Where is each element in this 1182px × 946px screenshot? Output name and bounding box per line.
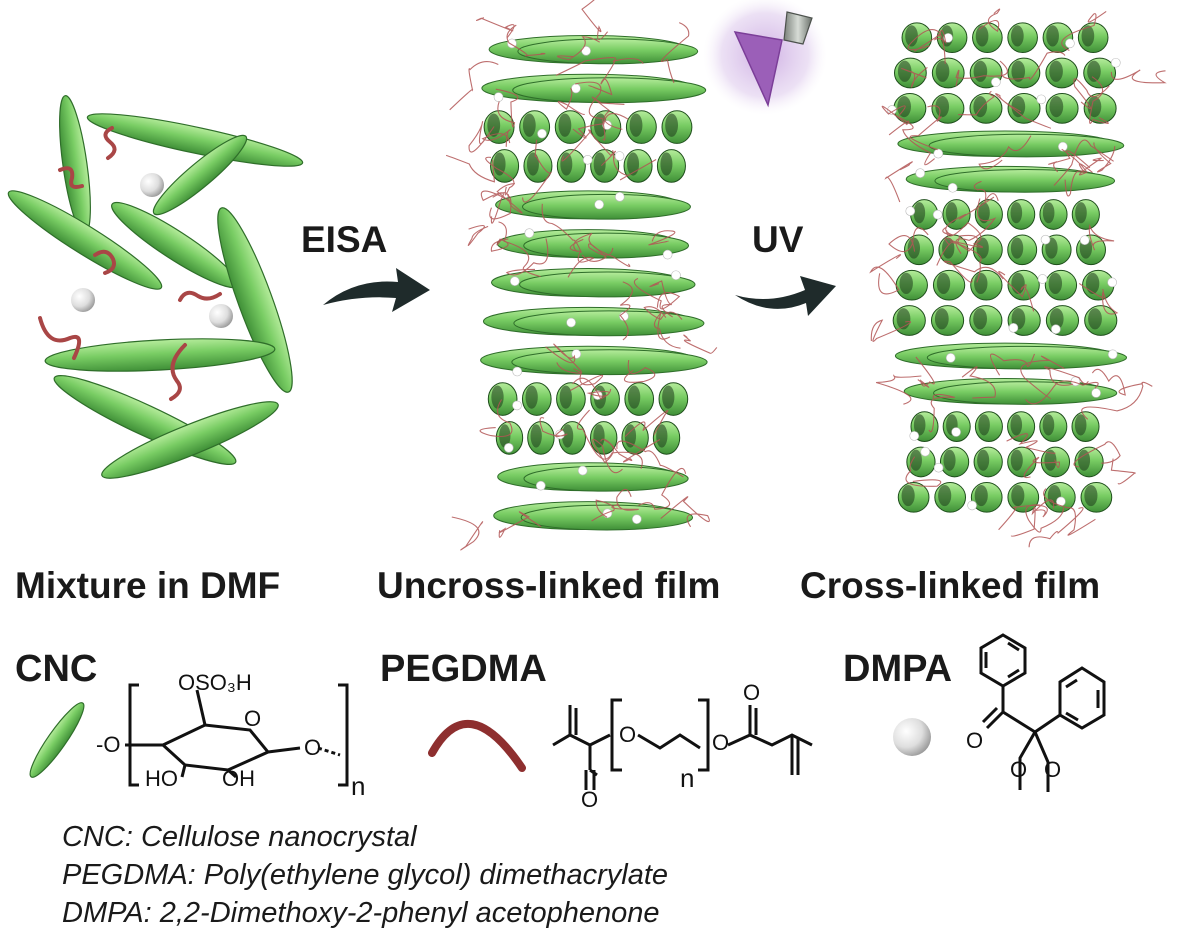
uv-beam — [733, 31, 783, 108]
uv-lamp — [703, 0, 827, 115]
cnc-layer — [487, 382, 689, 416]
lamp-icon — [783, 11, 813, 45]
uv-arrow: UV — [735, 219, 836, 316]
legend-line: DMPA: 2,2-Dimethoxy-2-phenyl acetophenon… — [62, 897, 660, 929]
svg-text:O: O — [244, 706, 261, 731]
cnc-rod — [152, 134, 248, 216]
svg-text:OSO₃H: OSO₃H — [178, 670, 252, 695]
mixture-illustration — [7, 95, 304, 479]
component-label-cnc: CNC — [15, 648, 97, 690]
eisa-label: EISA — [301, 219, 387, 260]
component-label-dmpa: DMPA — [843, 648, 952, 690]
cnc-layer — [909, 411, 1100, 442]
cnc-layer — [901, 22, 1109, 54]
svg-text:-O: -O — [96, 732, 120, 757]
svg-text:O: O — [966, 728, 983, 753]
curved-arrow-icon — [735, 276, 836, 316]
svg-text:O: O — [581, 787, 598, 812]
cnc-rod — [7, 190, 163, 290]
stage-label-mixture: Mixture in DMF — [15, 565, 280, 606]
svg-text:n: n — [680, 763, 694, 793]
abbreviation-legend: CNC: Cellulose nanocrystal PEGDMA: Poly(… — [62, 818, 668, 932]
crosslinked-film — [869, 8, 1167, 548]
legend-line: PEGDMA: Poly(ethylene glycol) dimethacry… — [62, 859, 669, 891]
cnc-layer — [887, 93, 1117, 124]
cnc-layer — [490, 149, 686, 183]
dmpa-spheres-mixture — [71, 173, 233, 328]
pegdma-chain-icon — [428, 719, 526, 772]
curved-arrow-icon — [323, 268, 430, 312]
dmpa-chemical-structure — [979, 633, 1106, 792]
pegdma-structure-labels: O O O O n — [581, 680, 760, 812]
svg-text:n: n — [351, 771, 365, 801]
pegdma-chains — [445, 0, 718, 551]
cnc-layer — [483, 110, 693, 144]
svg-text:HO: HO — [145, 766, 178, 791]
cnc-rod — [44, 338, 276, 372]
cnc-layer — [904, 234, 1106, 266]
cnc-layer — [493, 501, 694, 531]
svg-text:O: O — [1010, 757, 1027, 782]
cnc-rod — [101, 401, 279, 479]
eisa-arrow: EISA — [301, 219, 430, 312]
uncrosslinked-film — [445, 0, 718, 551]
cnc-layer — [903, 376, 1118, 405]
pegdma-chains — [869, 8, 1167, 548]
cnc-layer — [894, 342, 1128, 370]
cnc-layer — [495, 190, 691, 220]
cnc-layer — [897, 130, 1125, 159]
svg-text:O: O — [743, 680, 760, 705]
cnc-layer — [892, 305, 1118, 336]
cnc-layer — [480, 345, 708, 377]
pegdma-chains-mixture — [38, 126, 222, 401]
dmpa-structure-labels: O O O — [966, 728, 1061, 782]
cnc-rods-mixture — [7, 95, 304, 479]
cnc-layers-uncrosslinked — [445, 0, 718, 551]
component-label-pegdma: PEGDMA — [380, 648, 547, 690]
legend-line: CNC: Cellulose nanocrystal — [62, 821, 417, 853]
svg-text:O: O — [1044, 757, 1061, 782]
cnc-layer — [497, 462, 689, 492]
dmpa-sphere-icon — [893, 718, 931, 756]
cnc-layer — [893, 57, 1121, 89]
cnc-layer — [495, 421, 681, 455]
cnc-layer — [491, 268, 696, 298]
svg-text:O: O — [619, 722, 636, 747]
cnc-layer — [488, 34, 699, 65]
svg-text:O: O — [712, 730, 729, 755]
stage-label-uncrosslinked: Uncross-linked film — [377, 565, 720, 606]
uv-label: UV — [752, 219, 804, 260]
svg-text:OH: OH — [222, 766, 255, 791]
cnc-layer — [496, 228, 690, 260]
cnc-layer — [905, 199, 1100, 230]
svg-text:O: O — [304, 735, 321, 760]
cnc-chemical-structure — [125, 683, 349, 787]
cnc-layer — [906, 446, 1104, 478]
cnc-rod-icon — [29, 702, 85, 778]
cnc-layers-crosslinked — [869, 8, 1167, 548]
cnc-rod — [86, 113, 304, 167]
cnc-rod — [217, 207, 293, 393]
stage-label-crosslinked: Cross-linked film — [800, 565, 1100, 606]
cnc-layer — [481, 73, 707, 104]
pegdma-chemical-structure — [552, 698, 813, 790]
cnc-structure-labels: OSO₃H -O O O HO OH n — [96, 670, 365, 801]
cnc-layer — [895, 269, 1117, 301]
